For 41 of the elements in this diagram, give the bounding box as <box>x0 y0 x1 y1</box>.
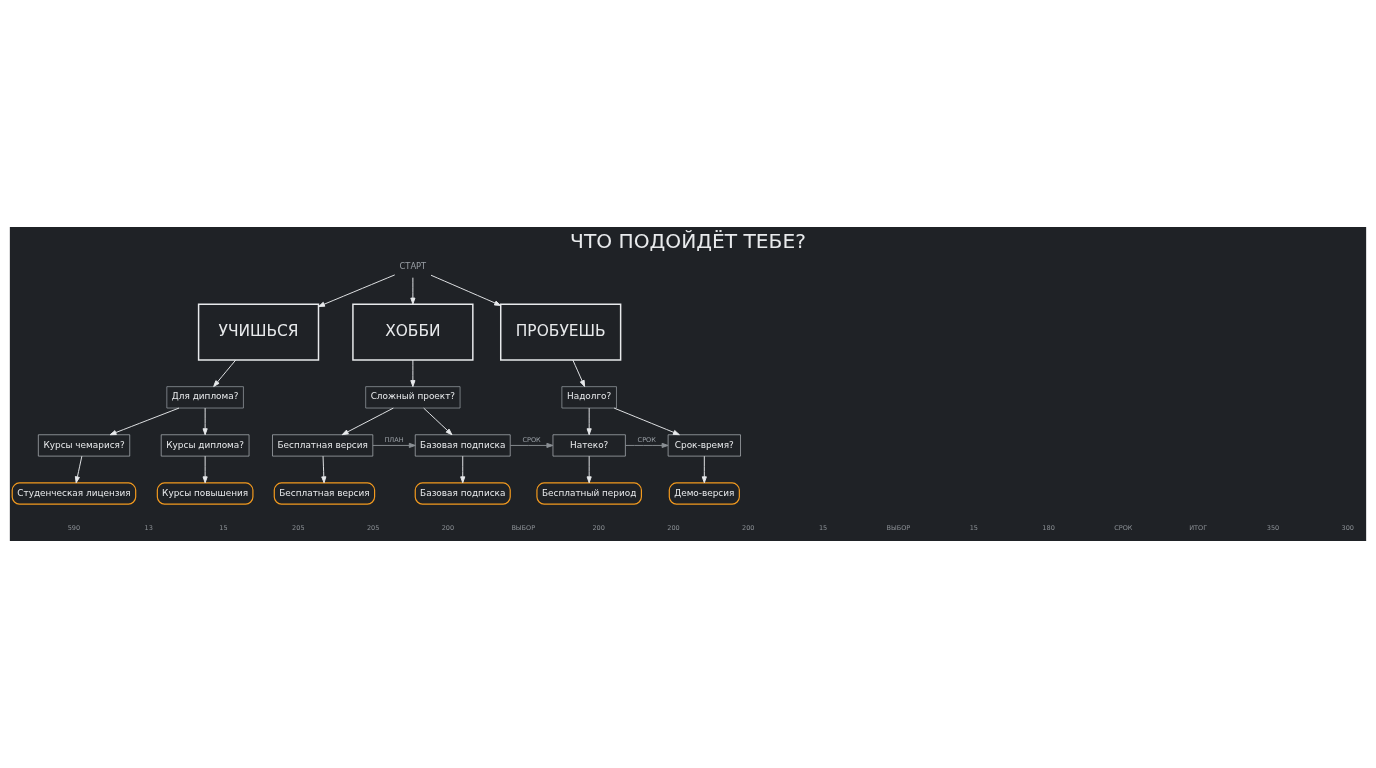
arrow <box>624 442 669 448</box>
node-box: Срок-время? <box>667 434 741 457</box>
node-box: Базовая подписка <box>414 482 511 505</box>
node-box: Курсы повышения <box>156 482 254 505</box>
arrow <box>423 407 453 436</box>
node-box: ХОББИ <box>352 303 474 361</box>
arrow <box>109 407 180 436</box>
node-box: Бесплатный период <box>536 482 642 505</box>
arrow <box>213 359 237 387</box>
arrow <box>509 442 554 448</box>
node-box: Сложный проект? <box>365 386 461 409</box>
arrow <box>321 455 327 484</box>
arrow <box>202 455 208 484</box>
arrow <box>410 359 416 387</box>
node-box: Студенческая лицензия <box>11 482 137 505</box>
node-box: Курсы диплома? <box>160 434 250 457</box>
arrow <box>701 455 707 484</box>
arrow <box>318 274 396 307</box>
arrow <box>341 407 394 436</box>
node-box: Натеко? <box>552 434 626 457</box>
node-text: СТАРТ <box>399 260 427 271</box>
node-box: Надолго? <box>561 386 617 409</box>
node-box: Бесплатная версия <box>273 482 376 505</box>
diagram-title: ЧТО ПОДОЙДЁТ ТЕБЕ? <box>570 228 806 253</box>
node-box: УЧИШЬСЯ <box>197 303 320 361</box>
node-box: Бесплатная версия <box>272 434 374 457</box>
node-box: Курсы чемарися? <box>37 434 131 457</box>
arrow <box>202 407 208 436</box>
arrow <box>586 455 592 484</box>
node-box: Для диплома? <box>166 386 244 409</box>
arrow <box>460 455 466 484</box>
arrow <box>613 407 680 436</box>
arrow <box>430 274 502 306</box>
arrow <box>410 277 416 305</box>
arrow <box>572 359 586 387</box>
arrow <box>372 442 416 448</box>
node-box: Демо-версия <box>668 482 740 505</box>
arrow <box>74 455 83 484</box>
arrow <box>586 407 592 436</box>
node-box: ПРОБУЕШЬ <box>500 303 622 361</box>
node-box: Базовая подписка <box>414 434 511 457</box>
